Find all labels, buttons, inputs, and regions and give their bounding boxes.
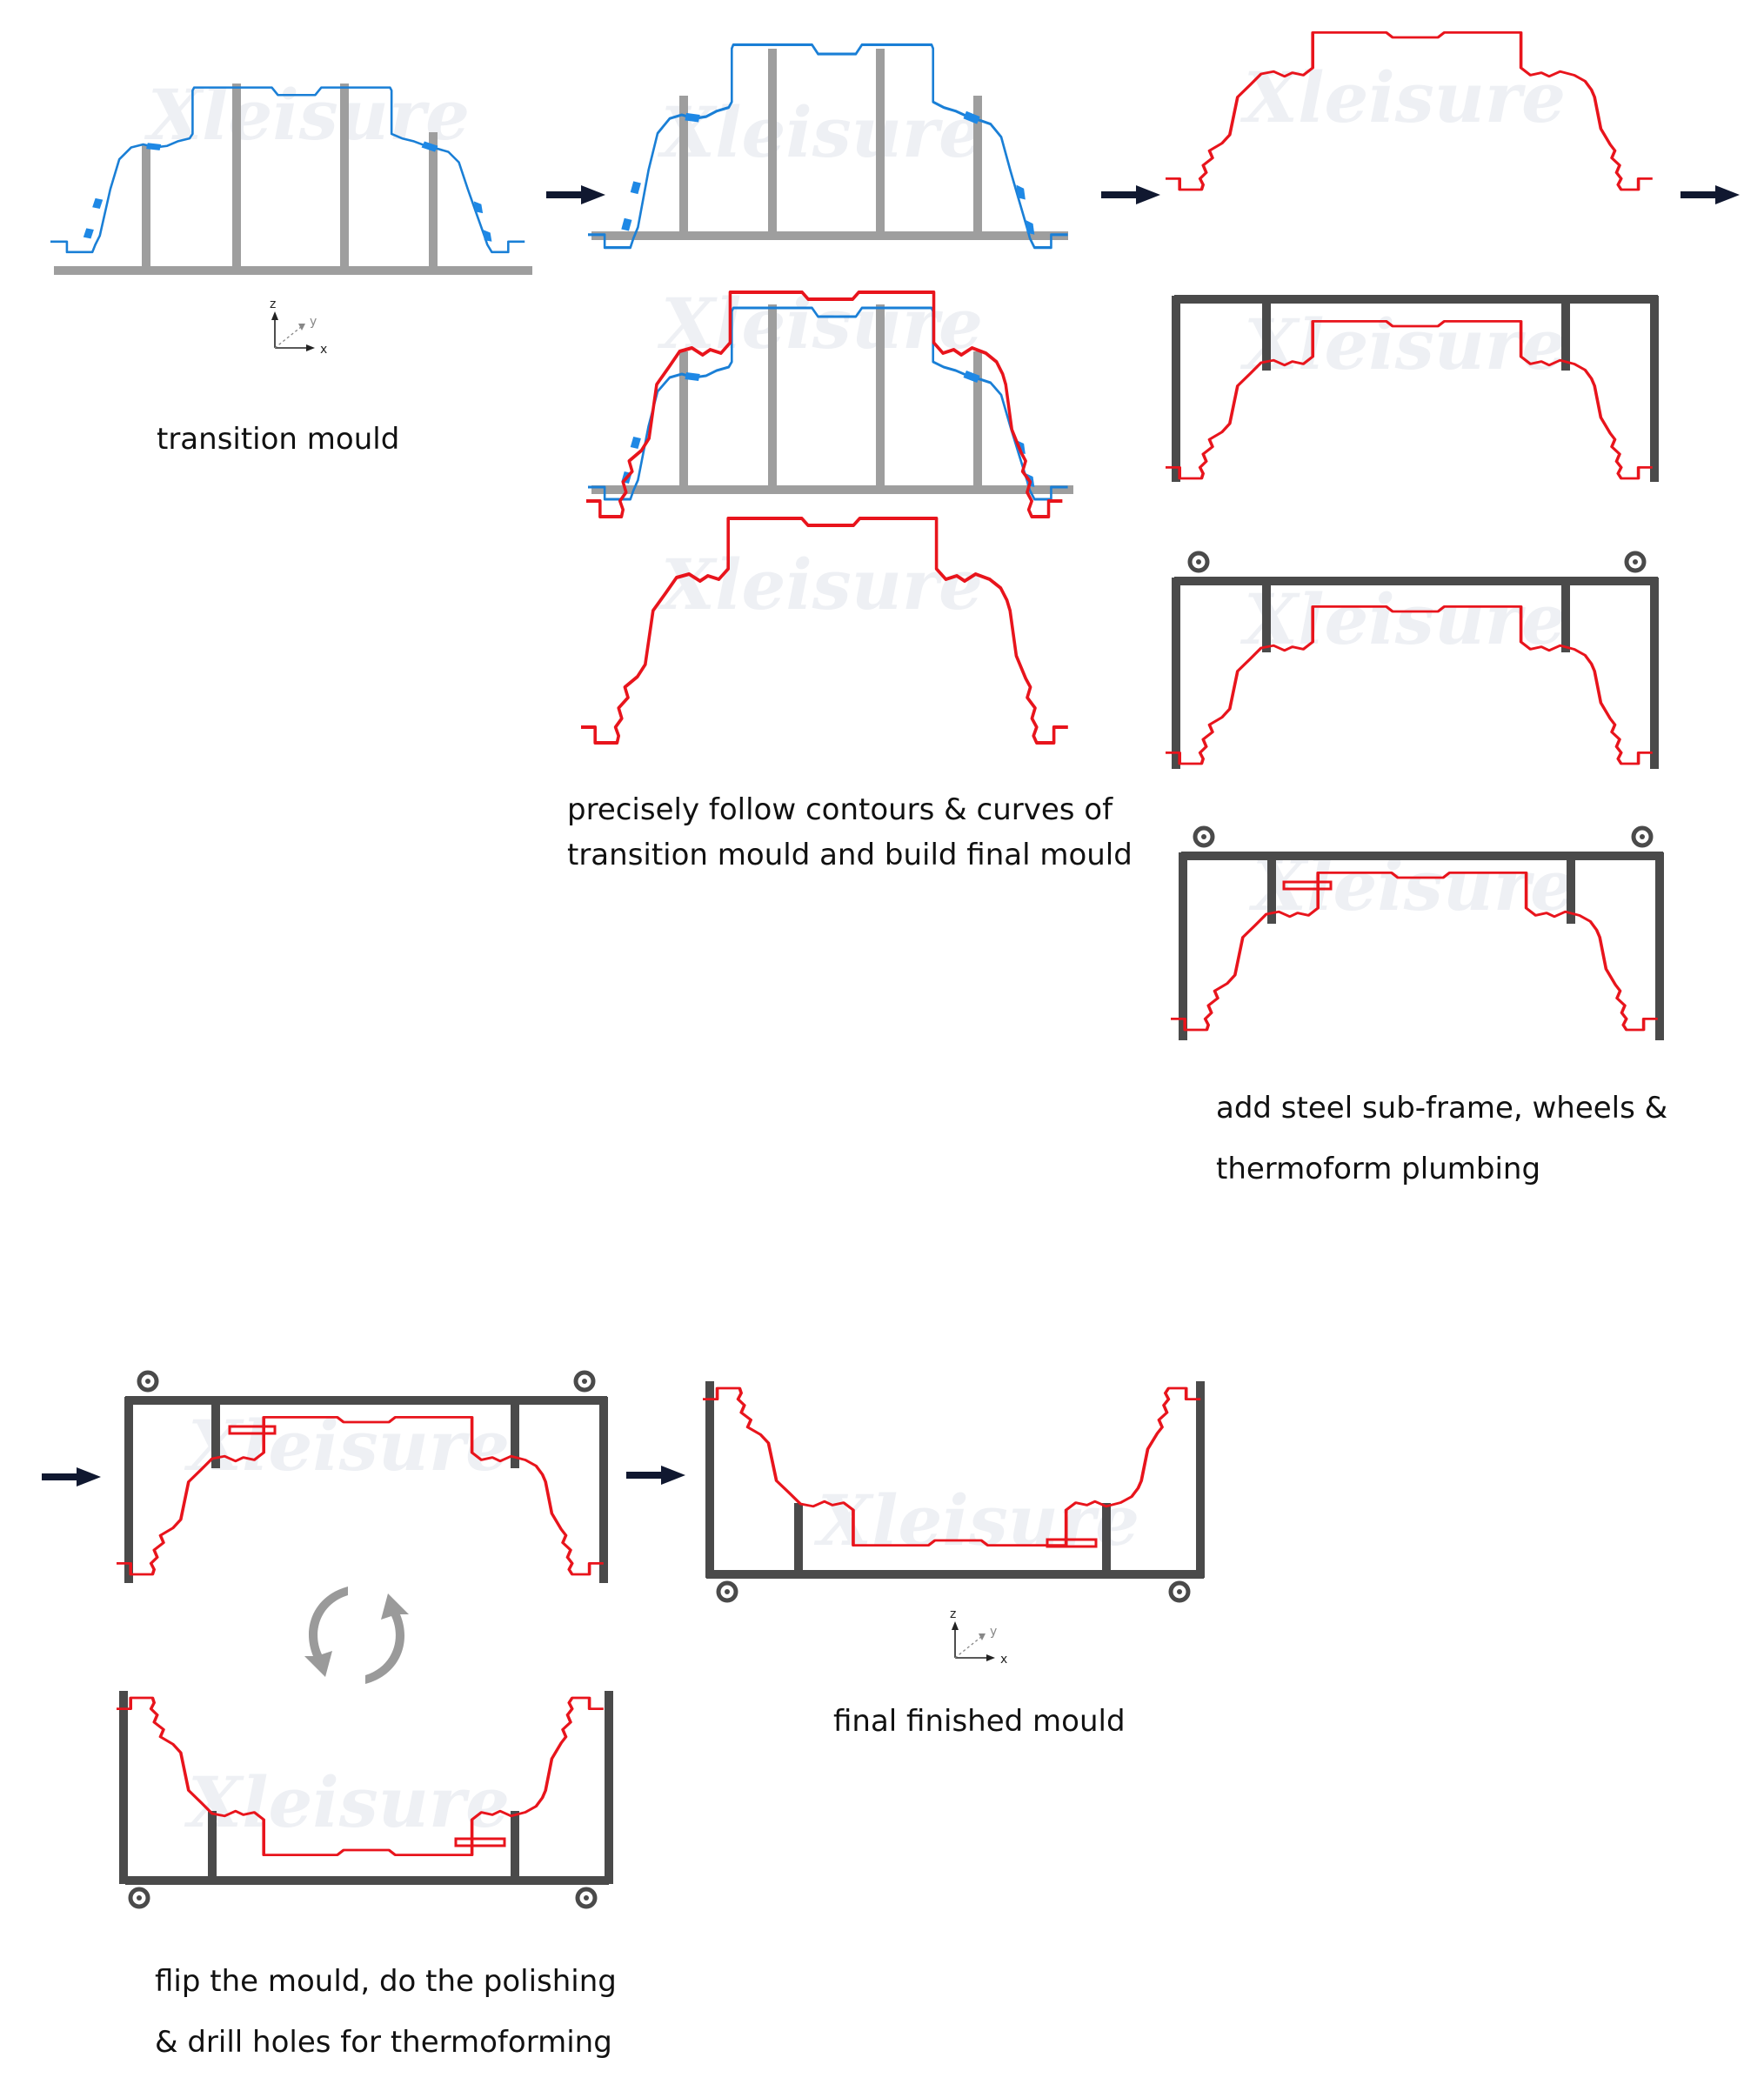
panel-transition-supported <box>586 43 1070 250</box>
arrow-right-icon <box>1101 185 1160 204</box>
axes-icon: z x y <box>270 297 327 357</box>
support-base <box>54 266 532 275</box>
label-build-final-mould: precisely follow contours & curves of tr… <box>567 792 1133 872</box>
wheel-icon <box>130 1889 148 1907</box>
svg-text:x: x <box>1000 1653 1007 1667</box>
wheel-icon <box>1190 553 1207 571</box>
support-posts <box>142 84 438 271</box>
svg-text:y: y <box>990 1625 997 1639</box>
label-transition-mould: transition mould <box>157 422 400 457</box>
wheel-icon <box>576 1373 593 1390</box>
wheel-icon <box>578 1889 595 1907</box>
panel-final-profile <box>579 517 1070 745</box>
rotate-icon <box>304 1587 409 1684</box>
panel-final-finished-mould: z x y <box>701 1381 1205 1667</box>
svg-text:y: y <box>310 315 317 329</box>
wheel-icon <box>1634 828 1651 845</box>
svg-text:z: z <box>270 297 276 311</box>
arrow-right-icon <box>626 1466 685 1485</box>
svg-text:z: z <box>950 1607 956 1621</box>
label-subframe: add steel sub-frame, wheels & thermoform… <box>1216 1091 1668 1186</box>
wheel-icon <box>139 1373 157 1390</box>
arrow-right-icon <box>42 1467 101 1486</box>
panel-before-flip <box>115 1373 608 1583</box>
wheel-icon <box>1627 553 1644 571</box>
panel-transition-mould: z x y <box>49 74 532 357</box>
svg-text:x: x <box>320 343 327 357</box>
wheel-icon <box>1195 828 1213 845</box>
wheel-icon <box>1171 1583 1188 1600</box>
panel-final-mould <box>1164 30 1654 191</box>
panel-thermoform-plumbing <box>1169 828 1664 1040</box>
panel-build-final-over-transition <box>585 283 1073 518</box>
arrow-right-icon <box>546 185 605 204</box>
panel-steel-subframe <box>1164 295 1659 482</box>
arrow-right-icon <box>1680 185 1740 204</box>
panel-subframe-wheels <box>1164 553 1659 769</box>
label-final-finished-mould: final finished mould <box>833 1704 1126 1739</box>
label-flip: flip the mould, do the polishing & drill… <box>155 1964 617 2060</box>
axes-icon: z x y <box>950 1607 1007 1667</box>
wheel-icon <box>718 1583 736 1600</box>
panel-after-flip <box>115 1691 613 1907</box>
